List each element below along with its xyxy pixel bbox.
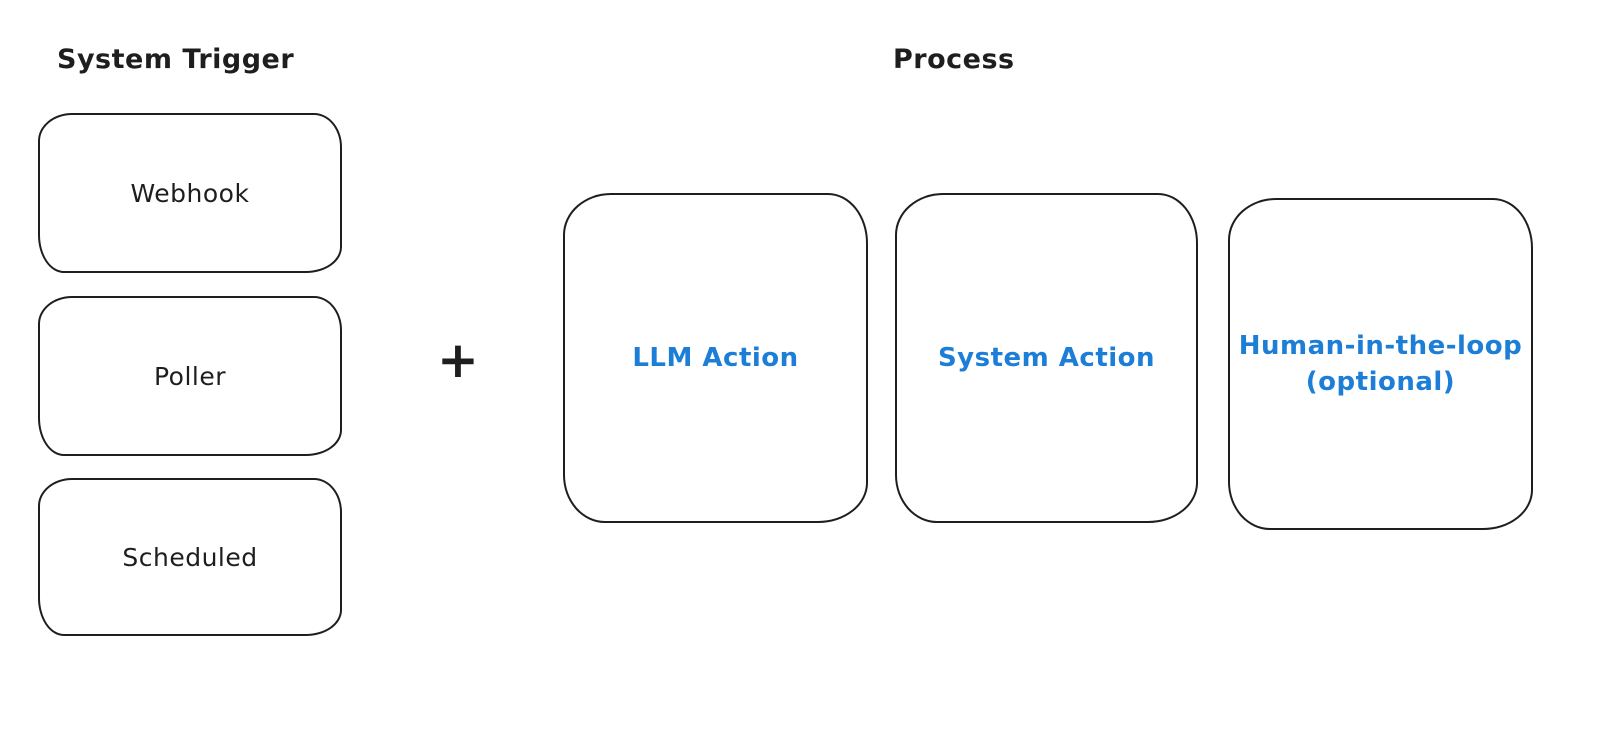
process-box-llm-action[interactable]: LLM Action [563,193,868,523]
process-box-system-action-label: System Action [937,342,1156,373]
process-title: Process [893,44,1015,75]
trigger-box-scheduled[interactable]: Scheduled [38,478,342,636]
trigger-box-webhook[interactable]: Webhook [38,113,342,273]
trigger-box-webhook-label: Webhook [130,178,250,208]
process-box-human-in-the-loop-label: Human-in-the-loop (optional) [1238,330,1523,397]
process-box-system-action[interactable]: System Action [895,193,1198,523]
process-box-human-in-the-loop[interactable]: Human-in-the-loop (optional) [1228,198,1533,530]
trigger-box-poller[interactable]: Poller [38,296,342,456]
system-trigger-title: System Trigger [57,44,295,75]
trigger-box-scheduled-label: Scheduled [122,542,258,572]
trigger-box-poller-label: Poller [153,361,227,391]
plus-sign: + [437,331,479,389]
process-box-llm-action-label: LLM Action [632,342,799,373]
